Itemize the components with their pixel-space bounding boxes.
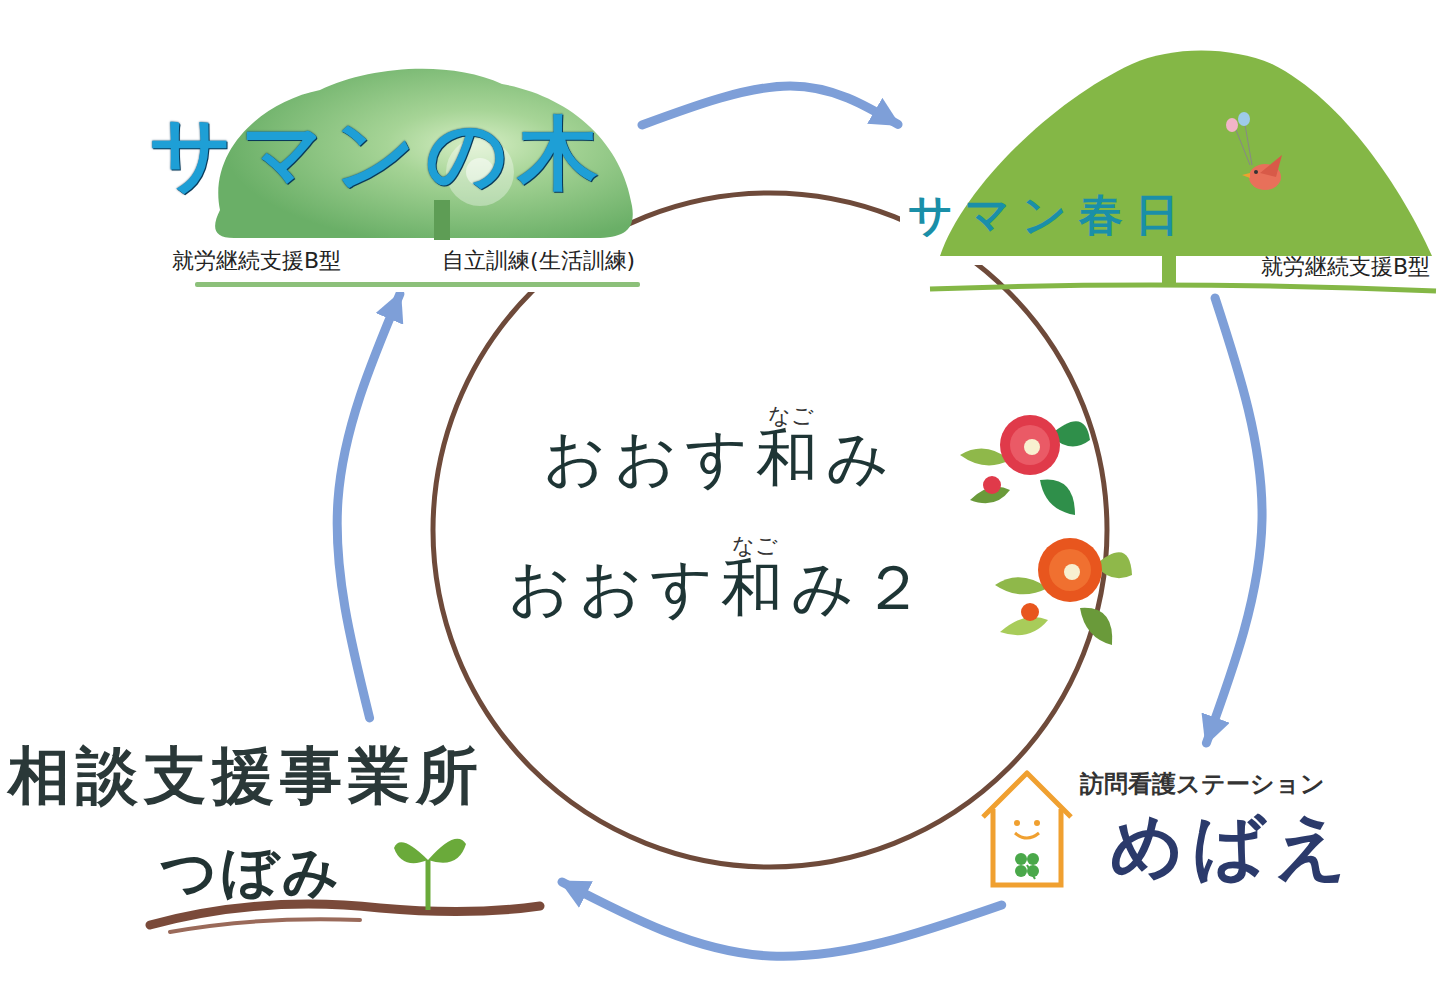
node-title: サマンの木 — [150, 108, 608, 200]
cycle-arrow — [1206, 298, 1262, 743]
node-subtitle: 自立訓練(生活訓練) — [442, 248, 635, 273]
tree-box: サマン春日就労継続支援B型 — [900, 40, 1434, 296]
node-subtitle: 就労継続支援B型 — [172, 248, 341, 273]
cycle-arrow — [642, 86, 898, 125]
node-title: おおす和み — [543, 422, 897, 493]
node-title: つぼみ — [160, 840, 343, 904]
cycle-arrow — [562, 882, 1002, 956]
node-subtitle: 訪問看護ステーション — [1080, 771, 1325, 799]
node-outline — [430, 190, 1110, 870]
station-box: 訪問看護ステーションめばえ — [975, 745, 1420, 903]
center-ring: なごおおす和みなごおおす和み２ — [430, 190, 1110, 870]
node-title: めばえ — [1110, 805, 1356, 888]
office-box: 相談支援事業所つぼみ — [0, 720, 560, 945]
node-title: 相談支援事業所 — [8, 740, 484, 811]
node-title: おおす和み２ — [508, 552, 932, 623]
cycle-arrow — [337, 294, 400, 718]
tree-box: サマンの木就労継続支援B型 自立訓練(生活訓練) — [150, 60, 640, 292]
node-title: サマン春日 — [908, 190, 1191, 241]
node-subtitle: 就労継続支援B型 — [1261, 254, 1430, 279]
